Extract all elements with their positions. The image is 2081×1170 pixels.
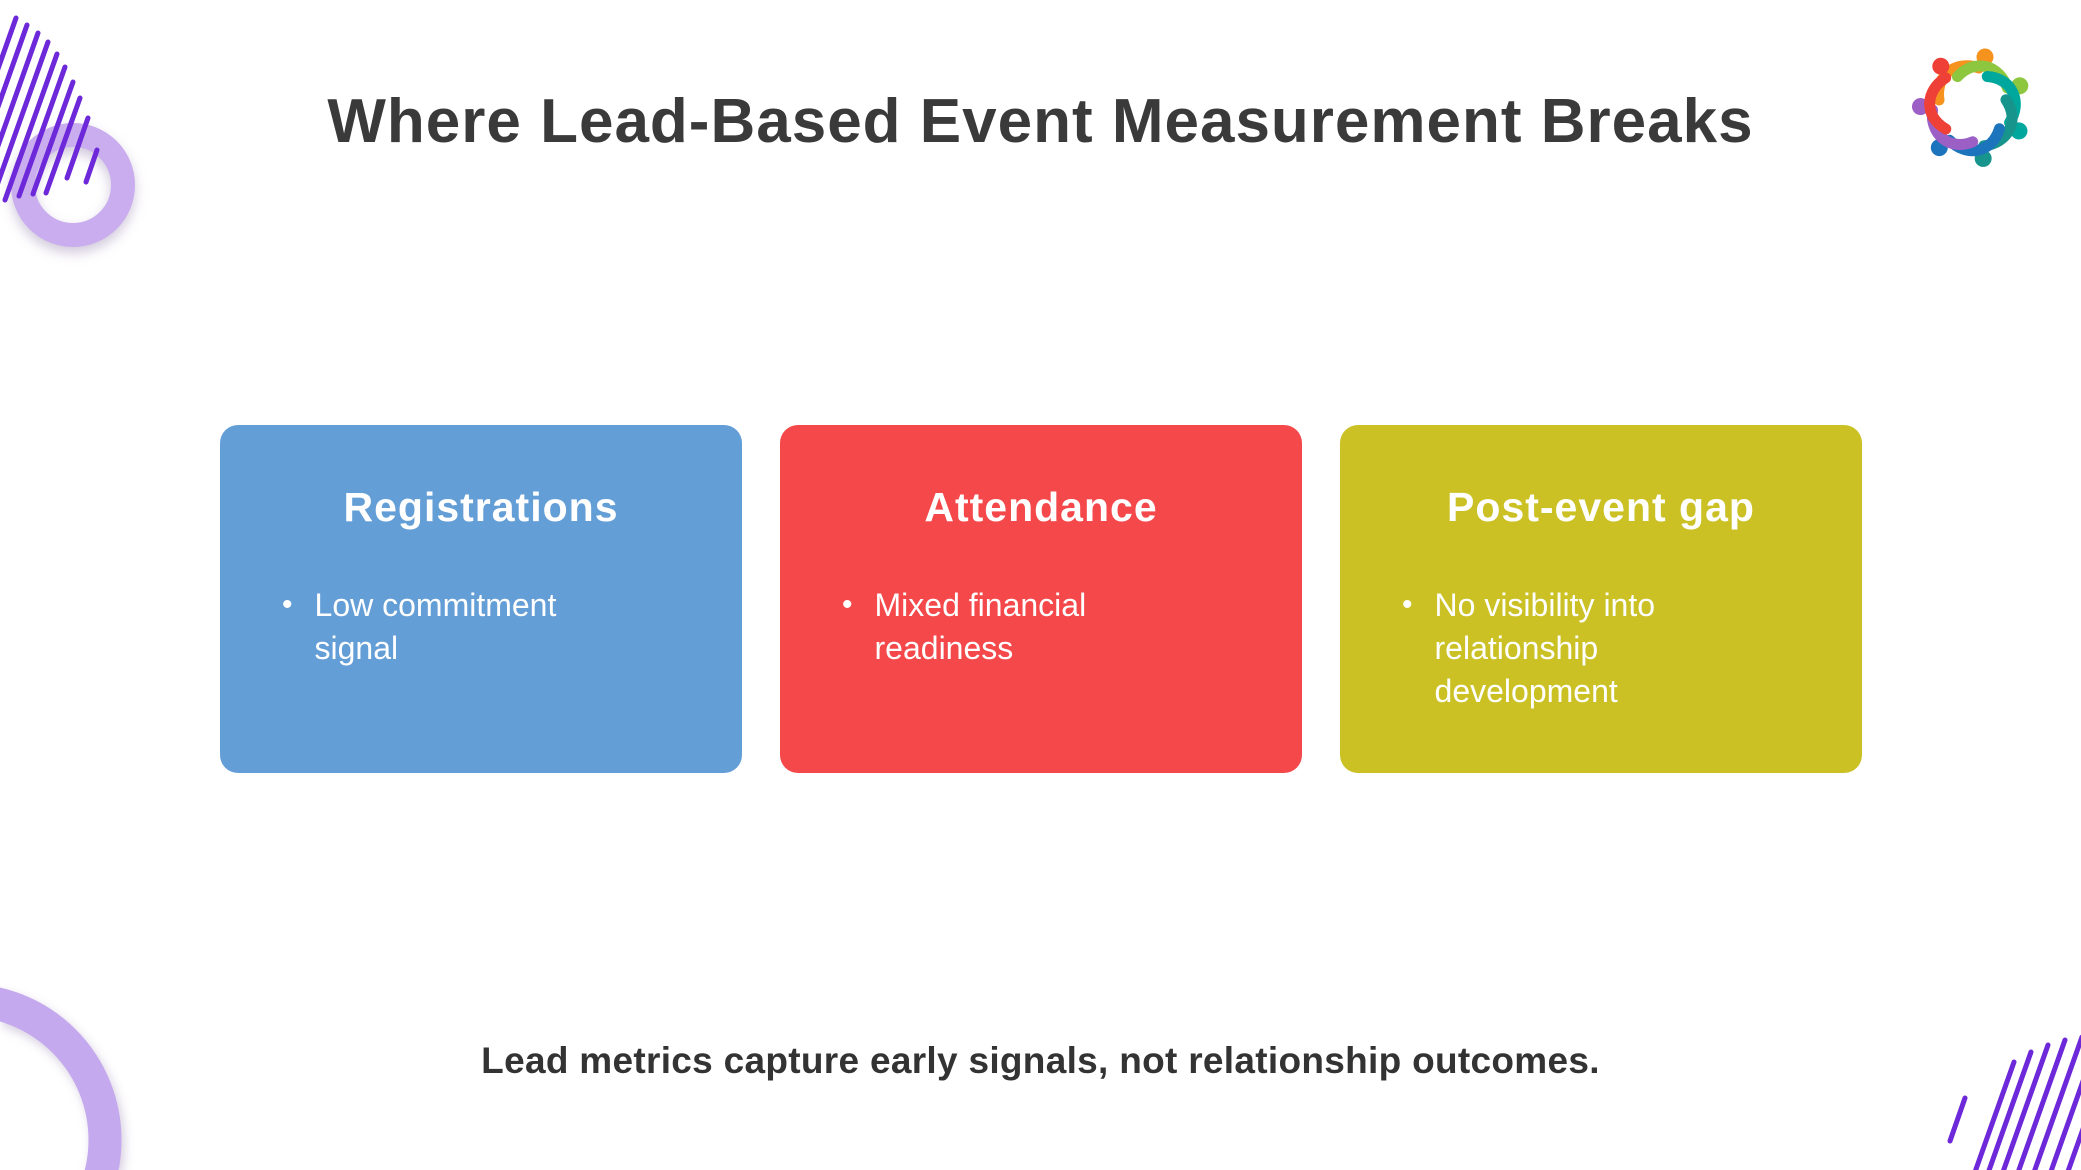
bullet-item: • Low commitment signal (282, 584, 742, 670)
bullet-text: Low commitment signal (314, 587, 557, 667)
card-heading: Registrations (343, 484, 619, 530)
bullet-text: No visibility into relationship developm… (1434, 587, 1656, 709)
bullet-list: • Low commitment signal (220, 584, 742, 670)
bullet-item: • No visibility into relationship develo… (1402, 584, 1862, 713)
diagonal-lines-bottom-right (1947, 1034, 2081, 1170)
card-heading: Post-event gap (1447, 484, 1755, 530)
community-people-logo (1911, 48, 2029, 167)
bullet-list: • Mixed financial readiness (780, 584, 1302, 670)
bullet-text: Mixed financial readiness (874, 587, 1087, 667)
bullet-dot: • (1402, 588, 1413, 622)
bullet-list: • No visibility into relationship develo… (1340, 584, 1862, 713)
card-heading: Attendance (924, 484, 1158, 530)
cards-row: Registrations • Low commitment signal At… (220, 425, 1862, 773)
page-title: Where Lead-Based Event Measurement Break… (327, 87, 1754, 156)
bullet-dot: • (282, 588, 293, 622)
card-registrations: Registrations • Low commitment signal (220, 425, 742, 773)
bullet-item: • Mixed financial readiness (842, 584, 1302, 670)
footer-note: Lead metrics capture early signals, not … (481, 1040, 1600, 1081)
card-attendance: Attendance • Mixed financial readiness (780, 425, 1302, 773)
card-post-event-gap: Post-event gap • No visibility into rela… (1340, 425, 1862, 773)
bullet-dot: • (842, 588, 853, 622)
